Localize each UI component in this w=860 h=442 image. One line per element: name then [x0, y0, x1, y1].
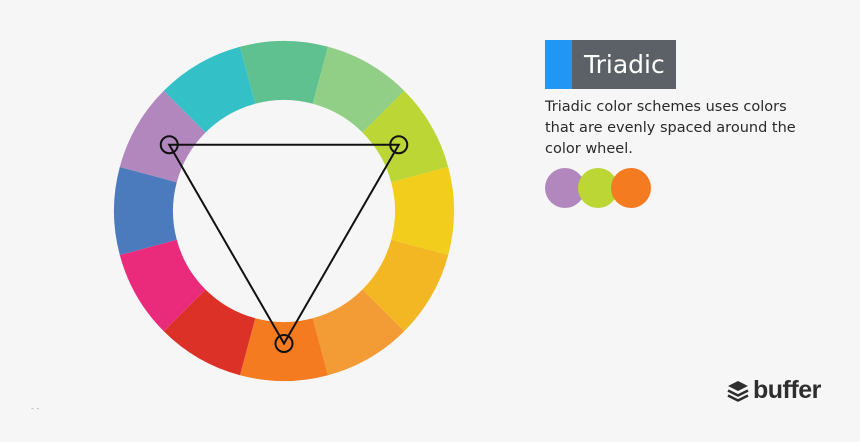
wheel-segment-orange [240, 318, 328, 381]
triad-lines [167, 143, 401, 346]
footer-mark: - - [31, 404, 40, 413]
triad-marker-yellow-green [389, 135, 409, 155]
buffer-stack-icon [727, 380, 749, 402]
wheel-segment-yellow-green [362, 90, 449, 183]
wheel-segment-yellow-orange [362, 239, 449, 332]
triad-triangle [159, 135, 409, 353]
brand-name: buffer [753, 376, 821, 404]
wheel-segment-magenta [119, 239, 206, 332]
color-wheel [114, 41, 455, 381]
wheel-segment-purple [119, 90, 206, 183]
wheel-segment-teal [163, 46, 256, 133]
triad-marker-orange [274, 334, 294, 353]
wheel-segment-blue [114, 167, 177, 255]
title-block: Triadic [545, 40, 676, 89]
wheel-segment-light-green [312, 46, 405, 133]
wheel-segment-green [240, 41, 328, 104]
wheel-segment-red [163, 289, 256, 376]
wheel-segment-light-orange [312, 289, 405, 376]
swatch-orange [611, 168, 651, 208]
wheel-segment-yellow [391, 167, 455, 255]
wheel-segments [114, 41, 455, 381]
title: Triadic [572, 40, 676, 89]
title-accent-bar [545, 40, 572, 89]
triad-marker-purple [159, 135, 179, 155]
buffer-logo: buffer [727, 376, 821, 405]
description: Triadic color schemes uses colors that a… [545, 99, 796, 157]
